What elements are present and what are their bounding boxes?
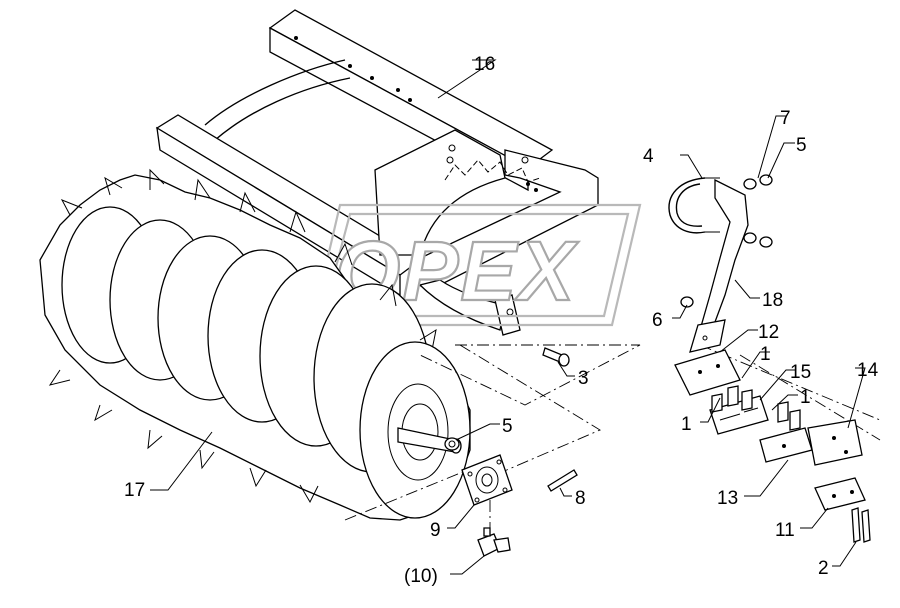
callout-9: 9 [430, 520, 441, 541]
callout-3: 3 [578, 368, 589, 389]
callout-14: 14 [857, 360, 879, 381]
callout-13: 13 [717, 488, 738, 509]
callout-4: 4 [643, 146, 654, 167]
grease-nipple [477, 527, 511, 557]
callout-10: (10) [404, 566, 438, 587]
scraper-plate-12 [674, 349, 741, 396]
callout-17: 17 [124, 480, 145, 501]
callout-6: 6 [652, 310, 663, 331]
callout-2: 2 [818, 558, 829, 579]
scraper-plate-13 [759, 427, 813, 463]
callout-8: 8 [575, 488, 586, 509]
callout-12: 12 [758, 322, 779, 343]
washers-nuts [680, 174, 773, 308]
leader-lines [150, 59, 866, 575]
callout-7: 7 [780, 108, 791, 129]
u-bolt [668, 177, 720, 234]
callout-11: 11 [775, 520, 795, 541]
callout-15: 15 [790, 362, 811, 383]
bolt [542, 347, 570, 367]
pin [547, 469, 578, 492]
callout-18: 18 [762, 290, 783, 311]
callout-5-right: 5 [796, 135, 807, 156]
callout-1-left: 1 [681, 414, 692, 435]
callout-1-mid: 1 [800, 387, 811, 408]
nut-left [444, 437, 460, 451]
callout-5-left: 5 [502, 416, 513, 437]
callout-16: 16 [474, 54, 495, 75]
scraper-plate-14 [807, 419, 863, 466]
scraper-arm [689, 178, 749, 353]
callout-1-top: 1 [760, 344, 771, 365]
packer-roller [39, 168, 471, 521]
scraper-plate-11 [814, 477, 866, 511]
bearing-housing [461, 454, 513, 506]
callouts: 16 17 4 7 5 6 18 12 1 15 1 1 14 13 11 2 … [124, 54, 879, 587]
